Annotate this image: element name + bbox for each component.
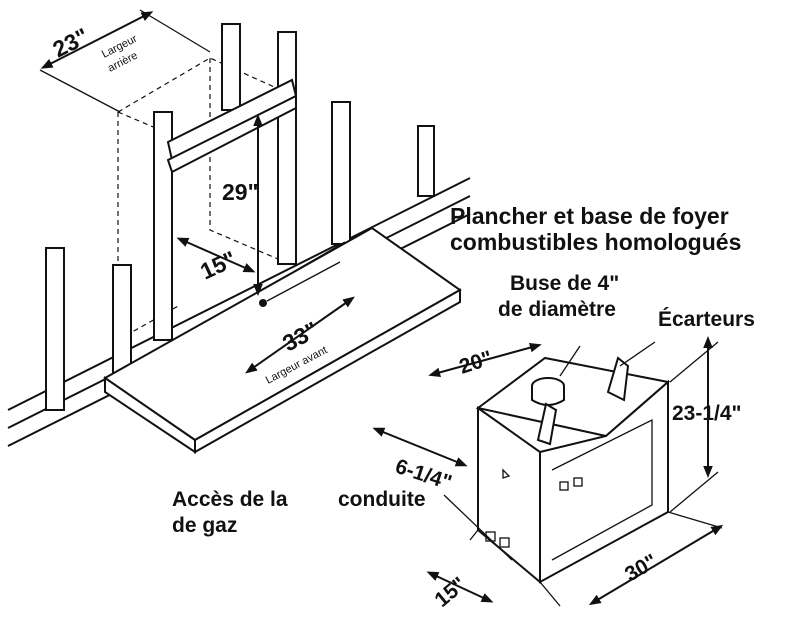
height-dimension: 29" <box>222 179 259 205</box>
box-side <box>477 406 541 585</box>
spacers-label: Écarteurs <box>658 308 755 331</box>
box-dimensions <box>372 336 724 607</box>
spacer-left <box>536 402 558 446</box>
rear-width-dimension: 23" <box>48 23 92 63</box>
stud-left <box>112 264 132 376</box>
rear-width-arrow <box>40 11 154 69</box>
stud-left-far <box>45 247 65 411</box>
stud-rear-left <box>221 23 241 111</box>
stud-right <box>331 101 351 245</box>
gas-label-line-2: de gaz <box>172 514 237 537</box>
gas-label-line-1: Accès de la <box>172 488 288 511</box>
stud-front-opening <box>153 111 173 341</box>
gas-label-line-1b: conduite <box>338 488 426 511</box>
floor-label-line-2: combustibles homologués <box>450 229 741 255</box>
floor-label-line-1: Plancher et base de foyer <box>450 203 729 229</box>
depth-arrow <box>176 237 256 273</box>
flue-label-line-2: de diamètre <box>498 298 616 321</box>
box-side-dimension: 15" <box>430 573 470 612</box>
box-front-arrow <box>588 524 724 606</box>
stud-right-far <box>417 125 435 197</box>
box-side-arrow <box>426 571 494 603</box>
fireplace-box <box>475 341 671 585</box>
box-front-dimension: 30" <box>621 550 661 587</box>
box-depth-arrow <box>428 342 542 378</box>
header-beam <box>166 78 298 174</box>
spacer-right <box>606 356 630 402</box>
box-front-opening <box>539 379 669 584</box>
box-height-dimension: 23-1/4" <box>672 402 742 425</box>
stud-rear-right <box>277 31 297 265</box>
framing-dimensions <box>39 9 355 374</box>
front-width-arrow <box>245 296 355 374</box>
depth-dimension: 15" <box>196 246 240 285</box>
box-offset-arrow <box>372 427 468 467</box>
flue-label-line-1: Buse de 4" <box>510 272 619 295</box>
box-depth-dimension: 20" <box>456 347 495 379</box>
